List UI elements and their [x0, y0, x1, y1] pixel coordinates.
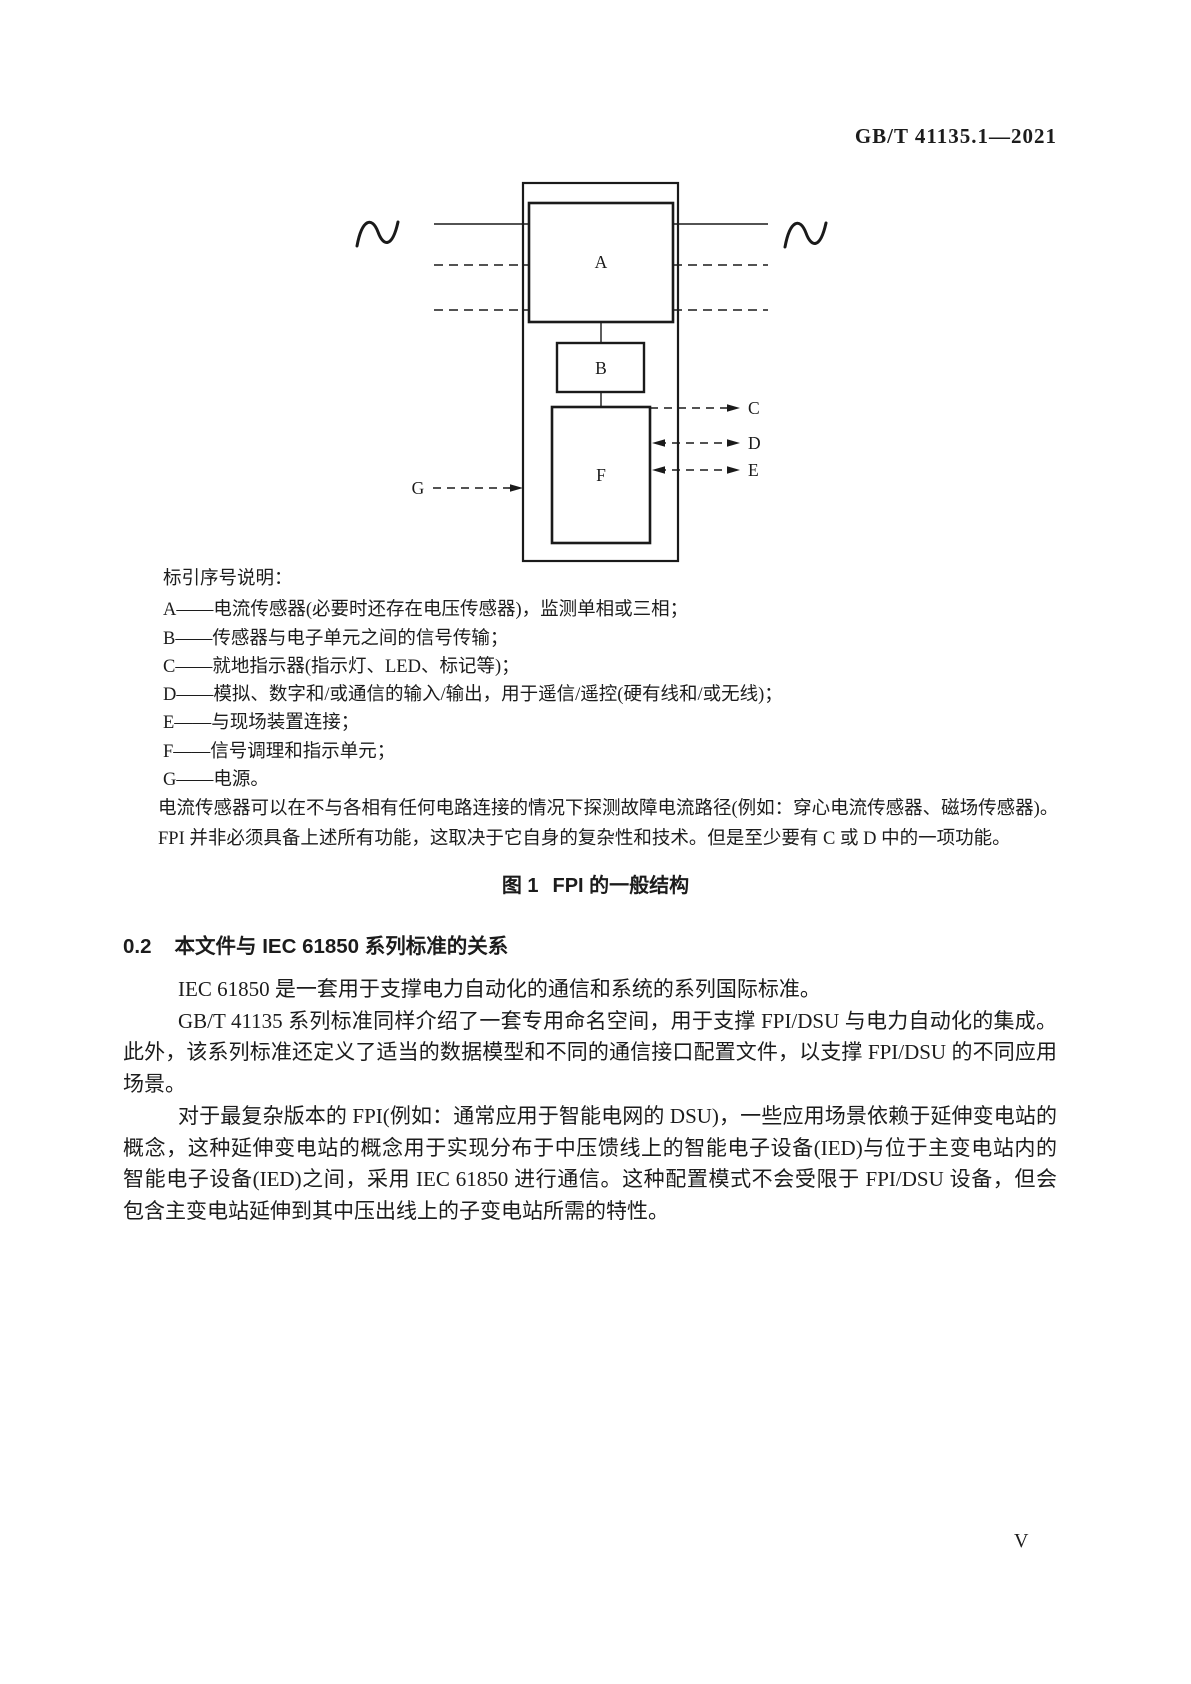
block-a-sensor: [527, 201, 675, 324]
sine-wave-icon: [783, 221, 828, 249]
legend-item-g: G——电源。: [163, 770, 269, 791]
label-b: B: [595, 358, 607, 378]
block-f-unit: [550, 405, 652, 545]
label-c: C: [748, 398, 760, 418]
figure-caption-title: FPI 的一般结构: [552, 875, 690, 897]
label-g: G: [412, 478, 425, 498]
figure-notes: 电流传感器可以在不与各相有任何电路连接的情况下探测故障电流路径(例如：穿心电流传…: [158, 794, 1059, 854]
arrow-e-head-right: [727, 466, 740, 474]
section-heading: 0.2 本文件与 IEC 61850 系列标准的关系: [123, 929, 508, 959]
fpi-enclosure-box: [521, 181, 680, 563]
arrow-g-head: [510, 484, 523, 492]
figure-caption: 图 1 FPI 的一般结构: [0, 869, 1191, 898]
arrow-d-head-right: [727, 439, 740, 447]
label-d: D: [748, 433, 761, 453]
legend-item-a: A——电流传感器(必要时还存在电压传感器)，监测单相或三相；: [163, 600, 689, 621]
label-a: A: [595, 252, 608, 272]
section-number: 0.2: [123, 935, 152, 958]
legend-item-e: E——与现场装置连接；: [163, 713, 360, 734]
body-line: IEC 61850 是一套用于支撑电力自动化的通信和系统的系列国际标准。: [178, 977, 821, 1001]
body-line: 概念，这种延伸变电站的概念用于实现分布于中压馈线上的智能电子设备(IED)与位于…: [123, 1135, 1057, 1160]
arrow-c-head: [727, 404, 740, 412]
body-line: 对于最复杂版本的 FPI(例如：通常应用于智能电网的 DSU)，一些应用场景依赖…: [178, 1103, 1057, 1128]
note-line: 电流传感器可以在不与各相有任何电路连接的情况下探测故障电流路径(例如：穿心电流传…: [158, 799, 1059, 819]
arrow-d-head-left: [652, 439, 665, 447]
figure-caption-label: 图 1: [501, 875, 539, 897]
legend-item-c: C——就地指示器(指示灯、LED、标记等)；: [163, 656, 520, 677]
note-line: FPI 并非必须具备上述所有功能，这取决于它自身的复杂性和技术。但是至少要有 C…: [158, 829, 1011, 850]
body-line: GB/T 41135 系列标准同样介绍了一套专用命名空间，用于支撑 FPI/DS…: [178, 1008, 1057, 1033]
legend-item-f: F——信号调理和指示单元；: [163, 741, 396, 762]
page-number: V: [1014, 1530, 1029, 1552]
arrow-e-head-left: [652, 466, 665, 474]
figure-legend: 标引序号说明： A——电流传感器(必要时还存在电压传感器)，监测单相或三相； B…: [163, 565, 783, 794]
fpi-structure-diagram: A B F C D E G: [355, 181, 828, 563]
body-text: IEC 61850 是一套用于支撑电力自动化的通信和系统的系列国际标准。 GB/…: [123, 974, 1057, 1228]
section-title: 本文件与 IEC 61850 系列标准的关系: [174, 935, 509, 958]
label-e: E: [748, 460, 759, 480]
legend-intro: 标引序号说明：: [163, 569, 293, 589]
label-f: F: [596, 465, 606, 485]
legend-item-b: B——传感器与电子单元之间的信号传输；: [163, 628, 509, 649]
body-line: 包含主变电站延伸到其中压出线上的子变电站所需的特性。: [123, 1198, 669, 1223]
body-line: 此外，该系列标准还定义了适当的数据模型和不同的通信接口配置文件，以支撑 FPI/…: [123, 1040, 1057, 1065]
block-b-transmission: [555, 341, 646, 394]
sine-wave-icon: [355, 220, 400, 248]
body-line: 场景。: [123, 1072, 186, 1097]
doc-number: GB/T 41135.1—2021: [854, 124, 1057, 148]
legend-item-d: D——模拟、数字和/或通信的输入/输出，用于遥信/遥控(硬有线和/或无线)；: [163, 685, 783, 706]
body-line: 智能电子设备(IED)之间，采用 IEC 61850 进行通信。这种配置模式不会…: [123, 1167, 1057, 1192]
